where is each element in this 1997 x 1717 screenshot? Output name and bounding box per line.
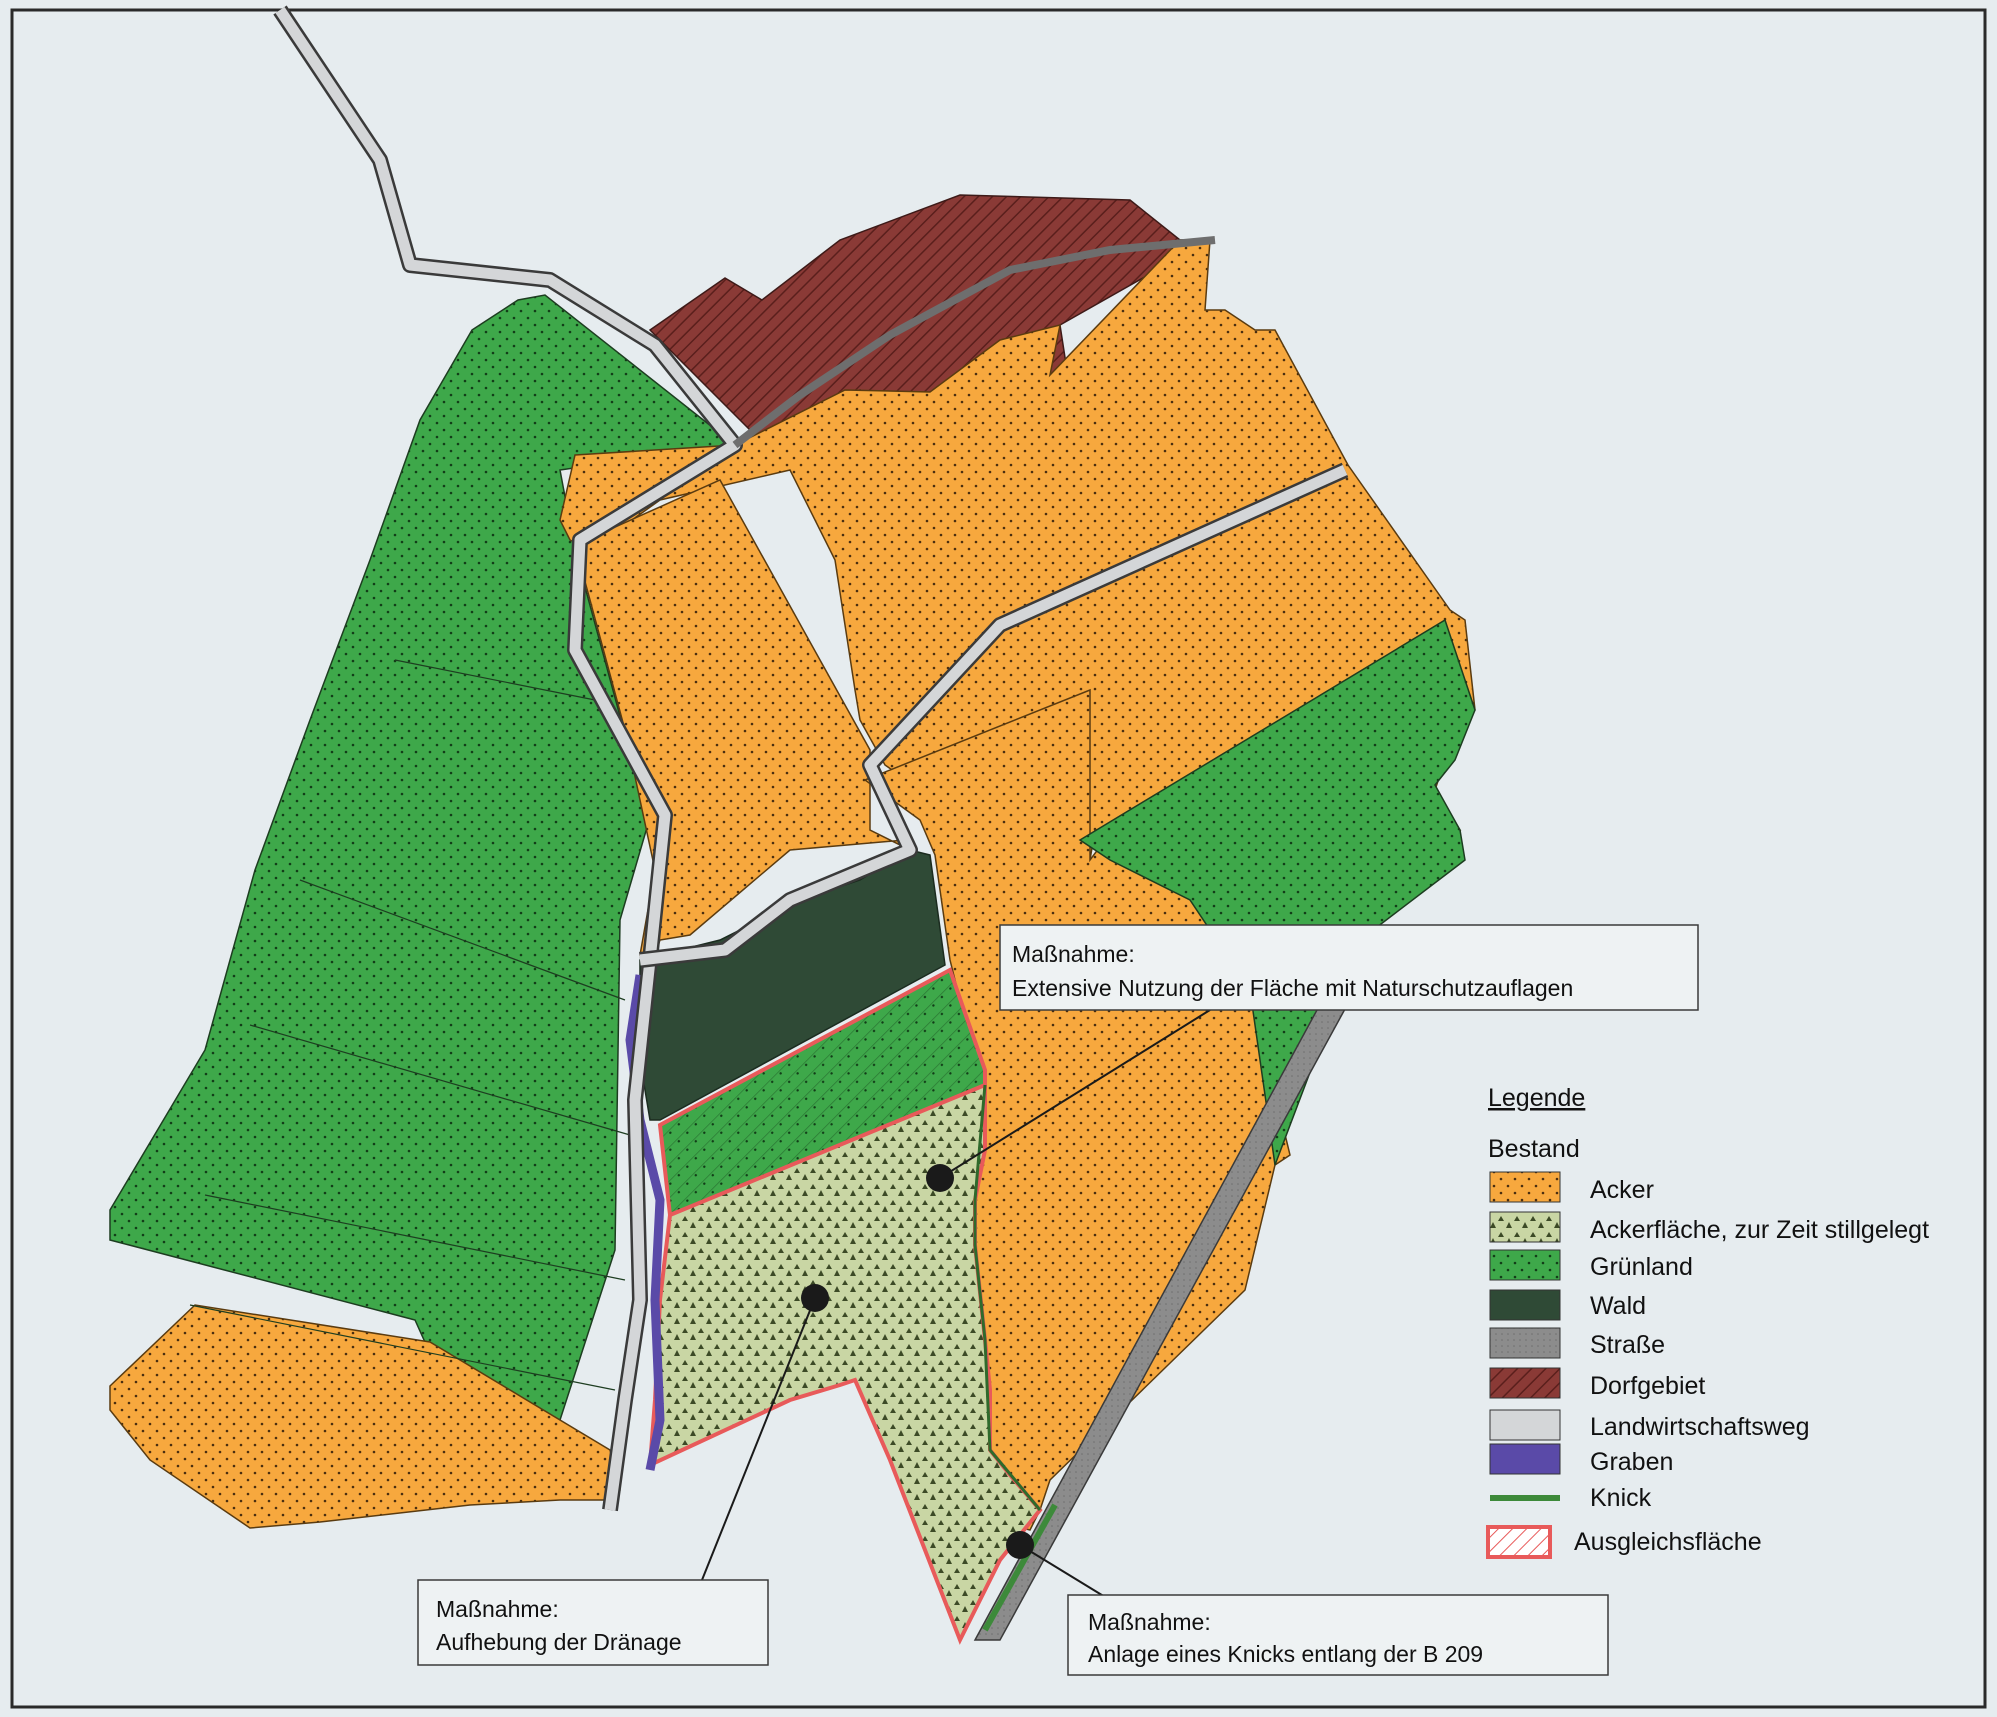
stillgelegt-swatch-icon — [1489, 1211, 1561, 1243]
callout-nutzung-line1: Maßnahme: — [1012, 941, 1135, 967]
legend-label-strasse: Straße — [1590, 1331, 1665, 1359]
graben-swatch-icon — [1489, 1443, 1561, 1475]
legend: Legende Bestand Acker Ackerfläche, zur Z… — [1486, 1084, 1929, 1559]
callout-pointers — [699, 1009, 1211, 1601]
callout-knick-line1: Maßnahme: — [1088, 1609, 1211, 1635]
legend-subtitle: Bestand — [1488, 1135, 1580, 1163]
gruenland-swatch-icon — [1489, 1249, 1561, 1281]
legend-label-wald: Wald — [1590, 1292, 1646, 1320]
gruenland-east-area — [1078, 618, 1476, 1166]
dorfgebiet-swatch-icon — [1489, 1367, 1561, 1399]
wald-swatch-icon — [1489, 1289, 1561, 1321]
ausgleich-gruenland-area — [657, 967, 987, 1218]
legend-title: Legende — [1488, 1084, 1585, 1112]
gruenland-field-lines — [189, 659, 631, 1391]
callout-knick-line2: Anlage eines Knicks entlang der B 209 — [1088, 1641, 1483, 1667]
knick-line — [982, 1503, 1058, 1632]
callout-draenage: Maßnahme: Aufhebung der Dränage — [417, 1579, 769, 1666]
legend-label-dorfgebiet: Dorfgebiet — [1590, 1372, 1705, 1400]
callout-nutzung: Maßnahme: Extensive Nutzung der Fläche m… — [999, 924, 1699, 1011]
acker-southwest-area — [109, 1304, 621, 1529]
marker-nutzung[interactable] — [926, 1164, 954, 1192]
legend-label-landwirtschaftsweg: Landwirtschaftsweg — [1590, 1413, 1810, 1441]
strasse-north-line — [732, 236, 1216, 449]
acker-swatch-icon — [1489, 1171, 1561, 1203]
ausgleichsflaeche-swatch-icon — [1486, 1525, 1552, 1559]
legend-label-ausgleichsflaeche: Ausgleichsfläche — [1574, 1528, 1762, 1556]
callout-draenage-line2: Aufhebung der Dränage — [436, 1629, 682, 1655]
legend-label-stillgelegt: Ackerfläche, zur Zeit stillgelegt — [1590, 1216, 1929, 1244]
marker-knick[interactable] — [1006, 1531, 1034, 1559]
marker-draenage[interactable] — [801, 1284, 829, 1312]
landwirtschaftsweg-network — [273, 5, 1349, 1512]
callout-draenage-line1: Maßnahme: — [436, 1596, 559, 1622]
graben-line — [625, 974, 665, 1471]
legend-label-gruenland: Grünland — [1590, 1253, 1693, 1281]
strasse-swatch-icon — [1489, 1327, 1561, 1359]
callout-nutzung-line2: Extensive Nutzung der Fläche mit Natursc… — [1012, 975, 1573, 1001]
legend-label-knick: Knick — [1590, 1484, 1652, 1512]
knick-field-edge — [973, 1084, 1042, 1511]
legend-label-acker: Acker — [1590, 1176, 1654, 1204]
legend-label-graben: Graben — [1590, 1448, 1673, 1476]
callout-knick: Maßnahme: Anlage eines Knicks entlang de… — [1067, 1594, 1609, 1676]
landwirtschaftsweg-swatch-icon — [1489, 1409, 1561, 1441]
